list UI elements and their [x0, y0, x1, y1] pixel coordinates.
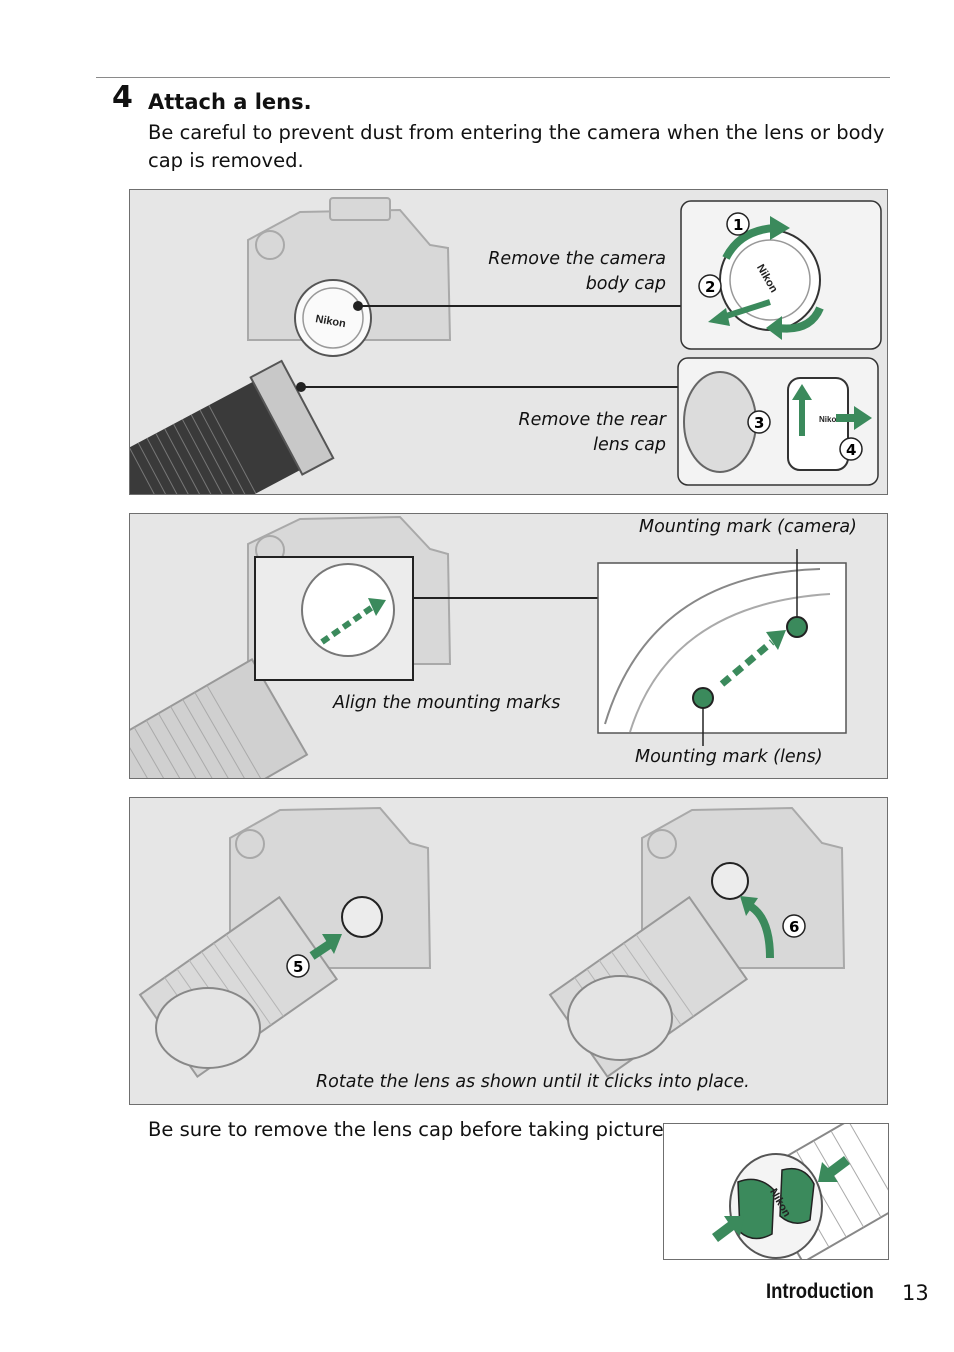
- panel-rotate-lens: 5 6 Rotate the lens as shown until it cl…: [129, 797, 888, 1105]
- step-marker-4: 4: [846, 441, 856, 459]
- caption-mounting-mark-camera: Mounting mark (camera): [639, 517, 857, 537]
- remove-caps-illustration: Nikon Nikon 1 2: [130, 197, 882, 494]
- align-marks-illustration: [130, 515, 847, 778]
- step-number: 4: [112, 80, 133, 115]
- step-marker-1: 1: [733, 216, 743, 234]
- lens-cap-illustration-panel: Nikon: [663, 1123, 889, 1260]
- step-marker-5: 5: [293, 958, 303, 976]
- step-title: Attach a lens.: [148, 90, 312, 114]
- footer-page-number: 13: [902, 1281, 929, 1305]
- lens-cap-illustration: Nikon: [712, 1124, 888, 1259]
- step-body: Be careful to prevent dust from entering…: [148, 121, 885, 172]
- caption-align-marks: Align the mounting marks: [333, 693, 561, 713]
- rear-cap-logo: Nikon: [819, 415, 841, 424]
- caption-remove-body-cap: Remove the camera body cap: [488, 249, 666, 294]
- top-rule: [96, 77, 890, 78]
- step-marker-3: 3: [754, 414, 764, 432]
- caption-mounting-mark-lens: Mounting mark (lens): [635, 747, 823, 767]
- step-marker-2: 2: [705, 278, 715, 296]
- lens-cap-note: Be sure to remove the lens cap before ta…: [148, 1118, 681, 1141]
- rotate-lens-illustration: 5 6: [138, 806, 846, 1079]
- body-cap-logo: Nikon: [315, 313, 347, 330]
- step-marker-6: 6: [789, 918, 799, 936]
- caption-rotate-lens: Rotate the lens as shown until it clicks…: [316, 1072, 750, 1092]
- panel-align-marks: Mounting mark (camera) Align the mountin…: [129, 513, 888, 779]
- footer-section-title: Introduction: [766, 1280, 874, 1303]
- panel-remove-caps: Nikon Nikon 1 2: [129, 189, 888, 495]
- caption-remove-rear-cap: Remove the rear lens cap: [518, 410, 666, 455]
